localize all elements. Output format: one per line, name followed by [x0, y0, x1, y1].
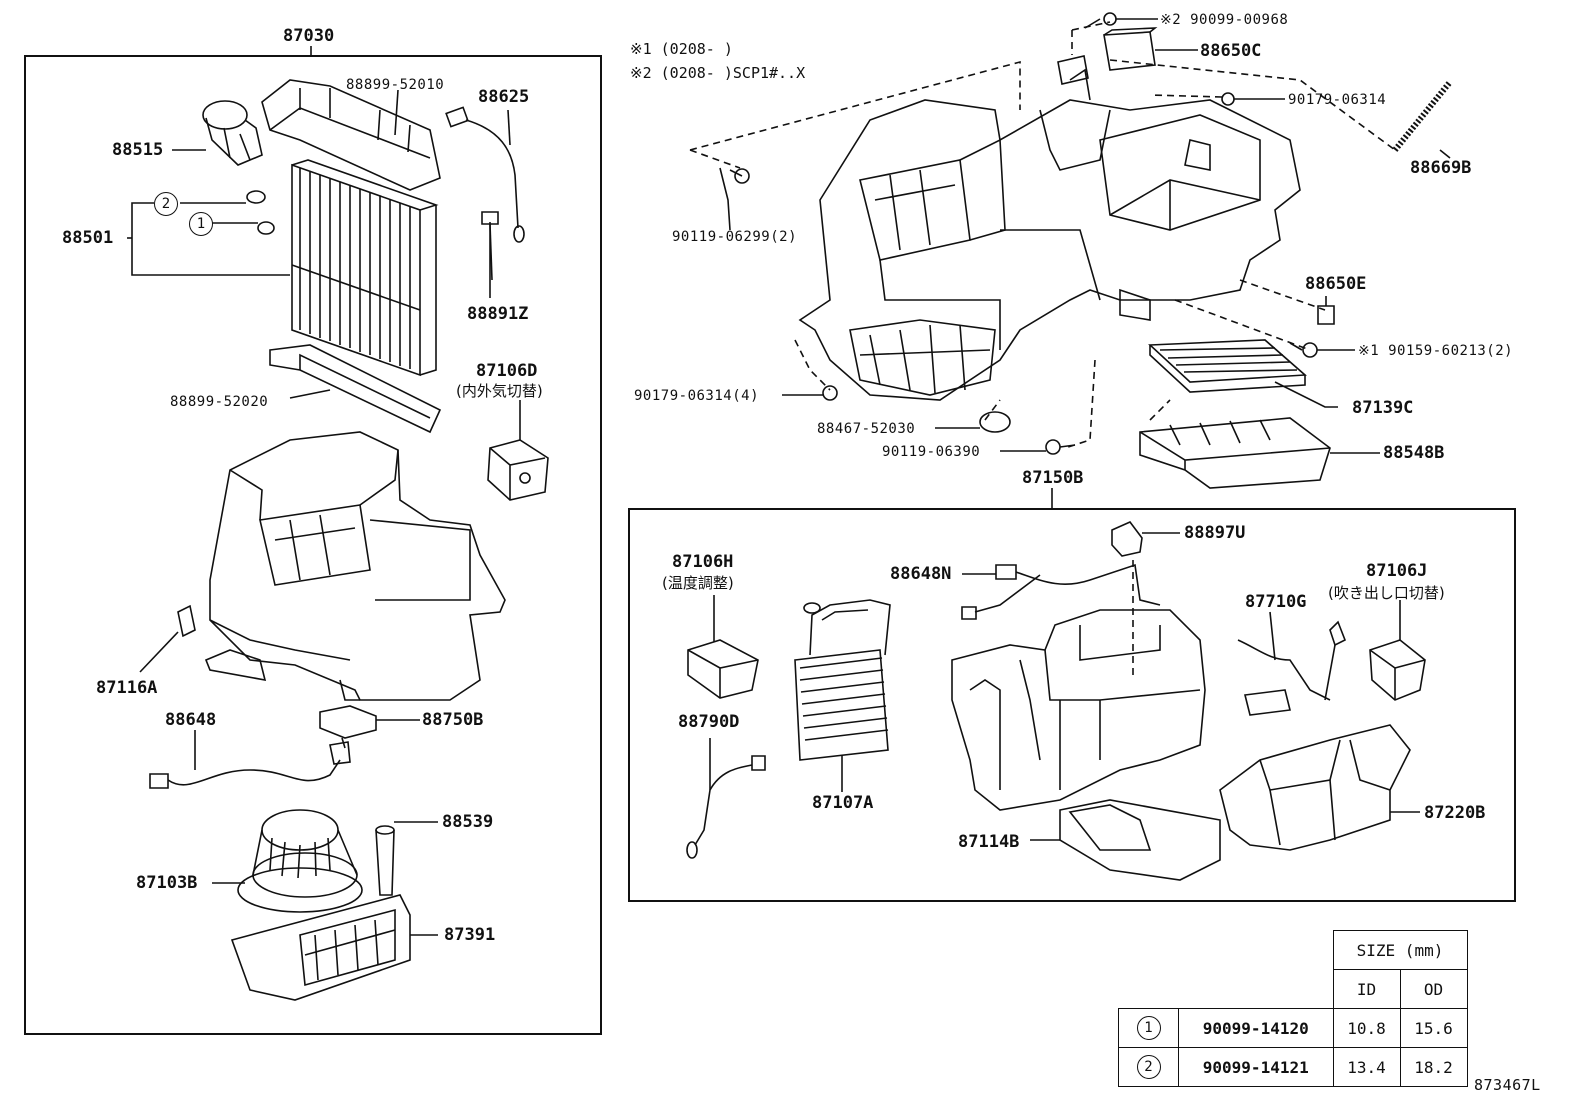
label-88750B: 88750B	[422, 710, 484, 730]
size-table: SIZE (mm) ID OD 1 90099-14120 10.8 15.6 …	[1118, 930, 1468, 1087]
label-87106J: 87106J	[1366, 561, 1428, 581]
label-88539: 88539	[442, 812, 494, 832]
label-87220B: 87220B	[1424, 803, 1486, 823]
label-87107A: 87107A	[812, 793, 874, 813]
evaporator-core-art	[292, 160, 436, 375]
servo-87106D-art	[488, 400, 548, 500]
filter-case-88548B-art	[1140, 418, 1380, 488]
size-row-part: 90099-14120	[1178, 1008, 1334, 1048]
label-90119-06299: 90119-06299(2)	[672, 229, 798, 245]
label-87116A: 87116A	[96, 678, 158, 698]
servo-87106H-art	[688, 595, 758, 698]
label-90179-06314: 90179-06314	[1288, 92, 1387, 108]
label-90099-00968: ※2 90099-00968	[1160, 12, 1289, 28]
label-87106D: 87106D	[476, 361, 538, 381]
label-88790D: 88790D	[678, 712, 740, 732]
label-88650C: 88650C	[1200, 41, 1262, 61]
fasteners-art	[720, 13, 1450, 454]
label-88625: 88625	[478, 87, 530, 107]
table-row: 2 90099-14121 13.4 18.2	[1118, 1047, 1468, 1087]
sensor-88625-art	[446, 107, 524, 242]
label-87103B: 87103B	[136, 873, 198, 893]
note-1: ※1 (0208- )	[630, 40, 733, 58]
table-row: 1 90099-14120 10.8 15.6	[1118, 1008, 1468, 1048]
label-87150B: 87150B	[1022, 468, 1084, 488]
blower-motor-87103B-art	[212, 810, 362, 912]
duct-87114B-art	[1030, 800, 1220, 880]
sensor-88790D-art	[687, 738, 765, 858]
label-88650E: 88650E	[1305, 274, 1367, 294]
evaporator-cover-art	[262, 80, 440, 190]
size-table-header: SIZE (mm)	[1332, 930, 1468, 970]
actuator-88515-art	[172, 101, 262, 165]
actuator-88897U-art	[1112, 522, 1180, 556]
label-88501: 88501	[62, 228, 114, 248]
label-88899-52010: 88899-52010	[346, 77, 445, 93]
size-row-id: 13.4	[1332, 1047, 1401, 1087]
label-88515: 88515	[112, 140, 164, 160]
label-88897U: 88897U	[1184, 523, 1246, 543]
dashed-guides-art	[690, 22, 1395, 680]
note-2: ※2 (0208- )SCP1#..X	[630, 64, 806, 82]
label-88891Z: 88891Z	[467, 304, 529, 324]
label-87114B: 87114B	[958, 832, 1020, 852]
label-88648: 88648	[165, 710, 217, 730]
callout-1: 1	[189, 212, 213, 236]
label-88648N: 88648N	[890, 564, 952, 584]
size-row-od: 15.6	[1399, 1008, 1468, 1048]
size-row-mark: 2	[1118, 1047, 1179, 1087]
harness-88648N-art	[962, 565, 1160, 619]
label-88899-52020: 88899-52020	[170, 394, 269, 410]
blower-case-art	[206, 432, 505, 700]
label-87391: 87391	[444, 925, 496, 945]
label-88669B: 88669B	[1410, 158, 1472, 178]
right-group-box	[628, 508, 1516, 902]
label-90119-06390: 90119-06390	[882, 444, 981, 460]
diagram-id: 873467L	[1474, 1076, 1541, 1094]
label-87139C: 87139C	[1352, 398, 1414, 418]
label-88467-52030: 88467-52030	[817, 421, 916, 437]
clip-87116A-art	[140, 606, 195, 672]
heater-core-87107A-art	[795, 600, 890, 792]
amp-87710G-art	[1238, 612, 1345, 715]
size-table-col-id: ID	[1332, 969, 1401, 1009]
servo-87106J-art	[1370, 600, 1425, 700]
blower-case-87220B-art	[1220, 725, 1420, 850]
size-row-id: 10.8	[1332, 1008, 1401, 1048]
thermistor-88891Z-art	[482, 212, 498, 298]
size-row-od: 18.2	[1399, 1047, 1468, 1087]
seal-plate-art	[270, 345, 440, 432]
label-88548B: 88548B	[1383, 443, 1445, 463]
filter-87139C-art	[1150, 340, 1338, 407]
label-87106D-function: (内外気切替)	[456, 382, 543, 400]
callout-2: 2	[154, 192, 178, 216]
wire-88648-art	[150, 730, 350, 788]
label-87106H: 87106H	[672, 552, 734, 572]
heater-case-art	[952, 610, 1205, 810]
label-87106H-function: (温度調整)	[662, 574, 734, 592]
label-87106J-function: (吹き出し口切替)	[1328, 584, 1445, 602]
size-table-col-od: OD	[1399, 969, 1468, 1009]
hvac-unit-art	[800, 70, 1300, 400]
left-group-box	[24, 55, 602, 1035]
label-87030: 87030	[283, 26, 335, 46]
label-90179-06314-4: 90179-06314(4)	[634, 388, 760, 404]
lower-cover-87391-art	[232, 895, 438, 1000]
size-row-part: 90099-14121	[1178, 1047, 1334, 1087]
label-87710G: 87710G	[1245, 592, 1307, 612]
label-90159-60213: ※1 90159-60213(2)	[1358, 343, 1514, 359]
size-row-mark: 1	[1118, 1008, 1179, 1048]
drain-hose-88539-art	[376, 822, 438, 895]
resistor-88750B-art	[320, 706, 420, 748]
